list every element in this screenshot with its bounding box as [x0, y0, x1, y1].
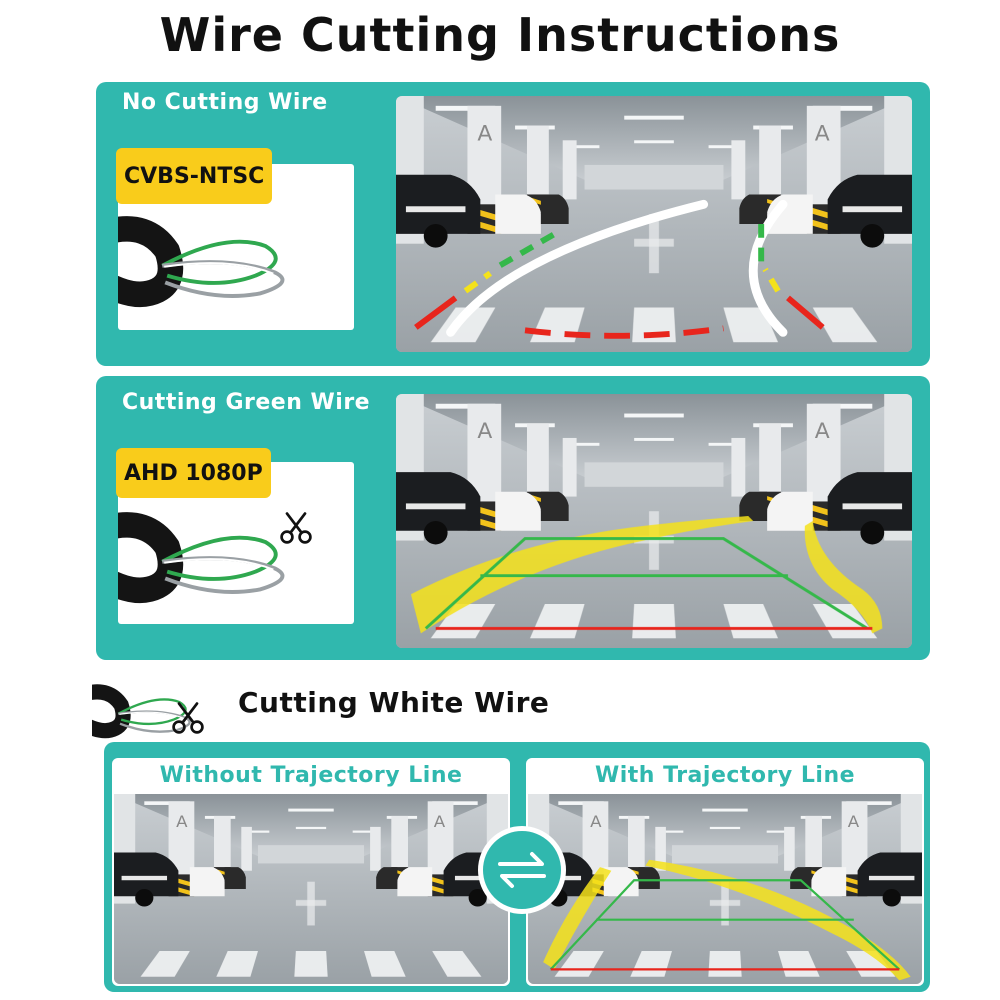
- panel-label-no-cutting: No Cutting Wire: [122, 90, 328, 115]
- heading-cutting-white: Cutting White Wire: [238, 686, 550, 719]
- panel-label-cutting-green: Cutting Green Wire: [122, 390, 371, 415]
- wire-cable-icon: [118, 186, 354, 316]
- badge-ahd-1080p: AHD 1080P: [116, 448, 271, 498]
- camera-view-ahd: [396, 394, 912, 648]
- panel-cutting-green: Cutting Green Wire AHD 1080P: [96, 376, 930, 660]
- label-with-trajectory: With Trajectory Line: [594, 763, 856, 788]
- view-card-without-trajectory: Without Trajectory Line: [112, 758, 510, 986]
- camera-view-with-trajectory: [528, 794, 922, 984]
- label-without-trajectory: Without Trajectory Line: [159, 763, 463, 788]
- page-title: Wire Cutting Instructions: [159, 8, 841, 62]
- camera-view-cvbs: [396, 96, 912, 352]
- scissors-icon: [170, 700, 206, 736]
- badge-cvbs-ntsc: CVBS-NTSC: [116, 148, 273, 204]
- wire-cable-icon: [118, 482, 354, 612]
- swap-arrows-icon: [478, 826, 566, 914]
- view-card-with-trajectory: With Trajectory Line: [526, 758, 924, 986]
- panel-cutting-white: Without Trajectory Line With Trajectory …: [104, 742, 930, 992]
- scissors-icon: [278, 510, 314, 546]
- wire-cable-icon: [92, 670, 232, 740]
- panel-no-cutting: No Cutting Wire CVBS-NTSC: [96, 82, 930, 366]
- camera-view-without-trajectory: [114, 794, 508, 984]
